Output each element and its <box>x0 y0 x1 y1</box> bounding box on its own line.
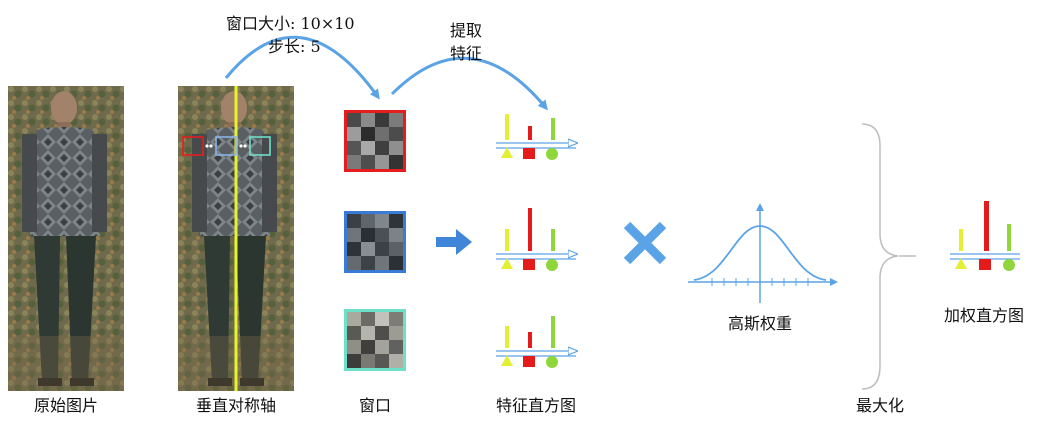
gaussian-plot <box>688 203 838 303</box>
feature-histogram-3 <box>496 316 576 368</box>
window-label: 窗口 <box>358 396 392 415</box>
weighted-histogram <box>950 201 1020 271</box>
window-patch-red <box>347 113 403 169</box>
sliding-window-arrow <box>224 35 380 100</box>
gaussian-weight-label: 高斯权重 <box>727 314 793 333</box>
feature-histogram-1 <box>496 114 576 160</box>
extract-annotation-line1: 提取 <box>450 21 483 40</box>
cross-icon <box>623 221 667 265</box>
window-marker-red <box>182 136 204 156</box>
window-dots <box>205 144 247 148</box>
window-patch-blue <box>347 214 403 270</box>
feature-histogram-label: 特征直方图 <box>495 396 577 415</box>
symmetry-axis-label: 垂直对称轴 <box>195 396 277 415</box>
gaussian-curve <box>693 225 827 281</box>
maximize-brace <box>861 123 899 390</box>
right-arrow-icon <box>436 229 472 255</box>
original-image-label: 原始图片 <box>33 396 99 415</box>
window-marker-cyan <box>249 136 271 156</box>
window-marker-blue <box>215 136 237 156</box>
stride-annotation: 步长: 5 <box>268 37 321 56</box>
extract-feature-arrow <box>390 56 548 111</box>
original-person-image <box>8 86 124 391</box>
weighted-histogram-label: 加权直方图 <box>943 306 1025 325</box>
window-size-annotation: 窗口大小: 10×10 <box>226 14 355 33</box>
extract-annotation-line2: 特征 <box>450 44 483 63</box>
maximize-label: 最大化 <box>855 396 905 415</box>
window-patch-cyan <box>347 312 403 368</box>
feature-histogram-2 <box>496 208 576 271</box>
